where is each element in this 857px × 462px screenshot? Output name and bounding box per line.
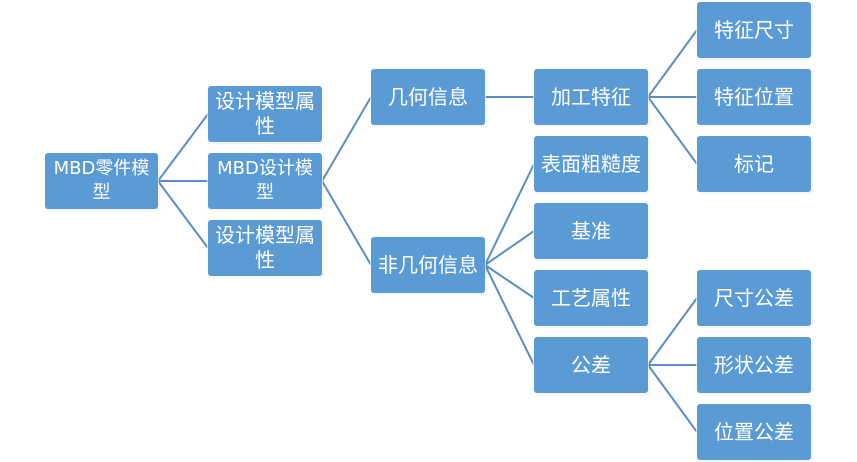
node-process-attr: 工艺属性: [534, 270, 648, 326]
connector-nongeo-datum: [484, 230, 535, 266]
node-datum: 基准: [534, 203, 648, 259]
node-design-attr-2: 设计模型属性: [208, 220, 322, 276]
node-surface-roughness: 表面粗糙度: [534, 136, 648, 192]
node-tolerance: 公差: [534, 337, 648, 393]
connector-root-attr1: [157, 113, 209, 182]
node-feature-position: 特征位置: [697, 69, 811, 125]
connector-feature-size: [647, 29, 698, 98]
connector-feature-mark: [647, 96, 698, 165]
connector-design-nongeo: [321, 180, 372, 266]
node-root: MBD零件模型: [45, 153, 158, 209]
node-feature-size: 特征尺寸: [697, 2, 811, 58]
node-position-tolerance: 位置公差: [697, 404, 811, 460]
node-non-geometric-info: 非几何信息: [371, 237, 485, 293]
connector-nongeo-roughness: [484, 163, 535, 266]
connector-root-attr2: [157, 180, 209, 249]
connector-nongeo-tolerance: [484, 264, 535, 366]
connector-tol-size: [647, 297, 698, 366]
connector-tol-position: [647, 364, 698, 433]
node-form-tolerance: 形状公差: [697, 337, 811, 393]
connector-nongeo-process: [484, 264, 535, 299]
node-mbd-design-model: MBD设计模型: [208, 153, 322, 209]
node-mark: 标记: [697, 136, 811, 192]
node-size-tolerance: 尺寸公差: [697, 270, 811, 326]
node-design-attr-1: 设计模型属性: [208, 86, 322, 142]
node-geometric-info: 几何信息: [371, 69, 485, 125]
node-machining-feature: 加工特征: [534, 69, 648, 125]
connector-design-geo: [321, 96, 372, 182]
